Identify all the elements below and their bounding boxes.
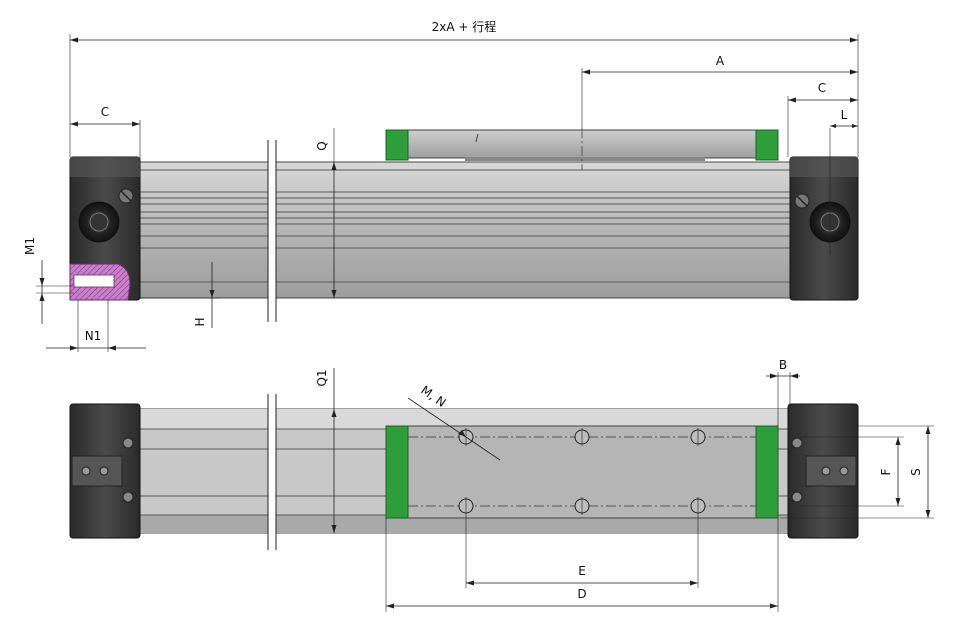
end-cap-right xyxy=(789,128,859,301)
dim-l: L xyxy=(841,108,848,122)
end-cap-left xyxy=(69,156,141,301)
dim-mn: M, N xyxy=(418,383,448,410)
dim-q: Q xyxy=(315,141,329,150)
dim-b: B xyxy=(779,358,787,372)
dim-m1: M1 xyxy=(23,237,37,255)
carriage-plan xyxy=(385,425,779,519)
end-cap-right-plan xyxy=(787,403,859,539)
end-cap-left-plan xyxy=(69,403,141,539)
dim-c-right: C xyxy=(818,81,826,95)
dim-c-left: C xyxy=(101,105,109,119)
dim-a: A xyxy=(716,54,725,68)
profile-grooves xyxy=(140,169,790,283)
dim-q1: Q1 xyxy=(315,369,329,386)
dim-f: F xyxy=(879,468,893,475)
plan-view xyxy=(69,394,859,550)
carriage-wiper-right xyxy=(755,129,779,161)
dim-n1: N1 xyxy=(85,329,102,343)
break-lines-top xyxy=(267,140,277,322)
profile-body xyxy=(139,161,791,299)
dim-h: H xyxy=(193,317,207,326)
dim-overall-length: 2xA + 行程 xyxy=(432,19,497,34)
carriage-wiper-left xyxy=(385,129,409,161)
dimensions-top: 2xA + 行程 A C L C Q H xyxy=(23,19,859,352)
break-lines-bottom xyxy=(267,394,277,550)
side-view xyxy=(69,128,859,322)
dim-e: E xyxy=(578,564,586,578)
dim-d: D xyxy=(577,587,586,601)
dim-s: S xyxy=(909,468,923,476)
